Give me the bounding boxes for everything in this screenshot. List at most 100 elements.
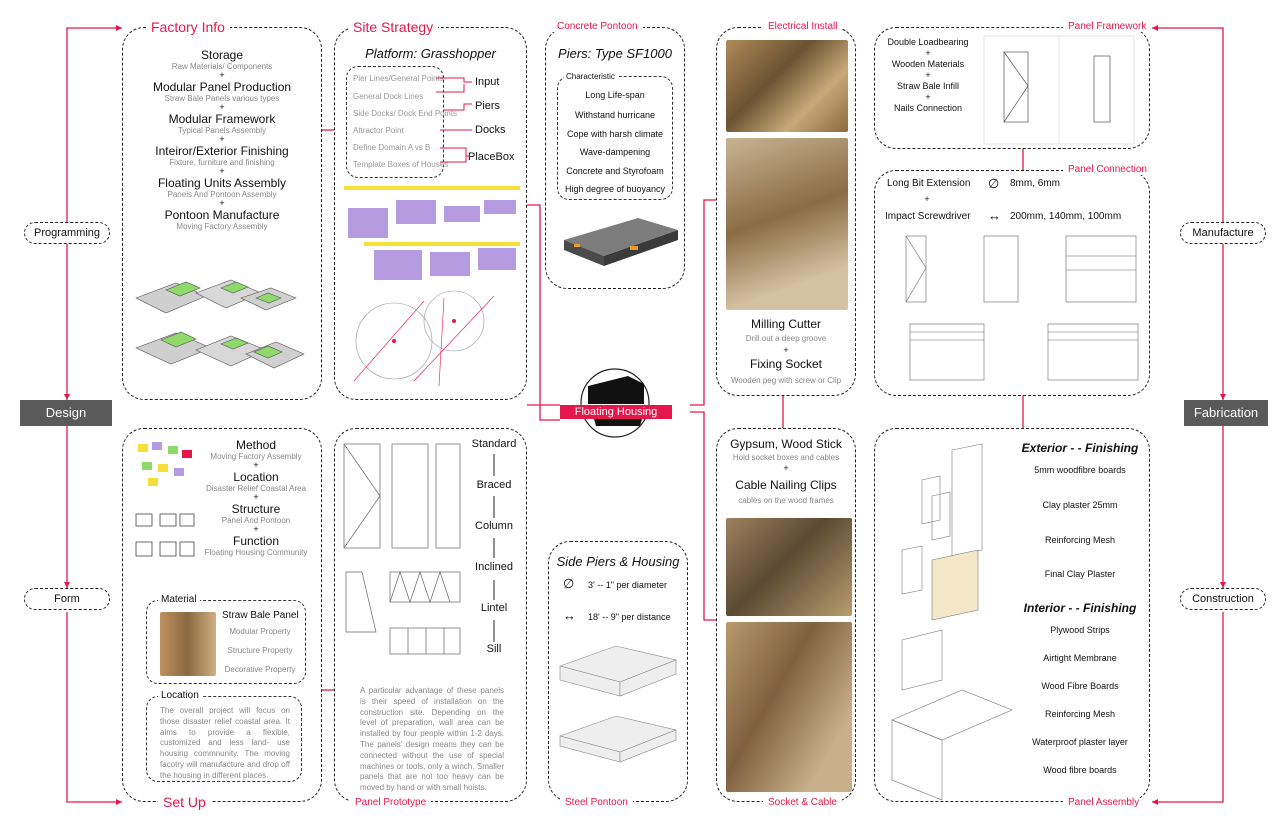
steel-heading: Side Piers & Housing xyxy=(556,554,680,569)
framework-item: Wooden Materials xyxy=(891,59,965,70)
electrical-photo-1 xyxy=(726,40,848,132)
factory-item-sub: Panels And Pontoon Assembly xyxy=(167,190,277,199)
plus-sign: + xyxy=(925,92,931,103)
socket-photo-2 xyxy=(726,622,852,792)
prototype-type: Column xyxy=(475,520,513,532)
plus-sign: + xyxy=(219,70,225,80)
interior-item: Wood fibre boards xyxy=(1043,765,1117,775)
framework-item: Double Loadbearing xyxy=(887,37,969,47)
site-row: Template Boxes of Houses xyxy=(353,160,449,169)
interior-item: Plywood Strips xyxy=(1050,625,1110,635)
site-output-input: Input xyxy=(475,76,500,88)
electrical-s1: Drill out a deep groove xyxy=(745,334,827,343)
socket-h1: Gypsum, Wood Stick xyxy=(730,437,842,451)
setup-item-sub: Panel And Pontoon xyxy=(221,516,291,525)
pontoon-char-item: Long Life-span xyxy=(585,90,645,100)
distance-icon: ↔ xyxy=(988,208,1001,223)
setup-list: Method Moving Factory Assembly + Locatio… xyxy=(200,438,312,557)
pontoon-heading: Piers: Type SF1000 xyxy=(558,46,672,61)
setup-blocks-illustration xyxy=(138,442,192,486)
exterior-item: Clay plaster 25mm xyxy=(1042,500,1118,510)
framework-item: Nails Connection xyxy=(893,103,963,114)
material-prop: Modular Property xyxy=(229,627,291,636)
plus-sign: + xyxy=(924,194,930,204)
plus-sign: + xyxy=(925,70,931,81)
material-prop: Decorative Property xyxy=(224,665,296,674)
plus-sign: + xyxy=(253,492,259,502)
setup-item-heading: Structure xyxy=(231,502,281,516)
interior-item: Waterproof plaster layer xyxy=(1032,737,1128,747)
factory-item-heading: Pontoon Manufacture xyxy=(164,208,280,222)
plus-sign: + xyxy=(783,463,789,473)
factory-item-heading: Inteiror/Exterior Finishing xyxy=(155,144,289,158)
material-label: Material xyxy=(158,594,200,605)
panel-connection-title: Panel Connection xyxy=(1063,165,1152,175)
straw-bale-image xyxy=(160,612,216,676)
factory-info-list: Storage Raw Materials/ Components + Modu… xyxy=(122,48,322,231)
connection-l2: Impact Screwdriver xyxy=(885,211,971,222)
connection-v2: 200mm, 140mm, 100mm xyxy=(1010,211,1122,222)
setup-item-heading: Location xyxy=(233,470,279,484)
site-row: Side Docks/ Dock End Points xyxy=(353,109,458,118)
interior-item: Airtight Membrane xyxy=(1043,653,1117,663)
prototype-type-arrows xyxy=(493,454,495,642)
exterior-item: Reinforcing Mesh xyxy=(1044,535,1116,545)
factory-item-sub: Typical Panels Assembly xyxy=(177,126,267,135)
diameter-icon: ∅ xyxy=(988,176,1000,191)
location-box xyxy=(146,696,302,782)
exterior-item: Final Clay Plaster xyxy=(1044,569,1116,579)
prototype-text: A particular advantage of these panels i… xyxy=(360,686,504,793)
pontoon-char-label: Characteristic xyxy=(564,72,617,81)
setup-item-sub: Disaster Relief Coastal Area xyxy=(205,484,307,493)
electrical-s2: Wooden peg with screw or Clip xyxy=(730,376,842,385)
material-prop: Structure Property xyxy=(227,646,293,655)
site-output-placebox: PlaceBox xyxy=(468,151,515,163)
pontoon-char-item: High degree of buoyancy xyxy=(564,184,666,194)
plus-sign: + xyxy=(783,345,789,355)
site-arrows xyxy=(436,77,472,163)
factory-item-sub: Fixture, furniture and finishing xyxy=(169,158,275,167)
location-label: Location xyxy=(158,690,202,701)
prototype-type: Braced xyxy=(476,479,512,491)
panel-framework-title: Panel Framework xyxy=(1063,22,1152,32)
socket-photo-1 xyxy=(726,518,852,616)
site-row: Attractor Point xyxy=(353,126,404,135)
site-output-piers: Piers xyxy=(475,100,501,112)
diameter-icon: ∅ xyxy=(563,576,575,591)
site-heading: Platform: Grasshopper xyxy=(365,46,496,61)
factory-info-title: Factory Info xyxy=(146,20,230,34)
material-box xyxy=(146,600,306,684)
setup-item-sub: Moving Factory Assembly xyxy=(210,452,302,461)
prototype-panel-drawings xyxy=(343,443,461,655)
framework-drawing xyxy=(983,35,1135,145)
plus-sign: + xyxy=(219,134,225,144)
steel-diameter: 3' -- 1" per diameter xyxy=(588,580,667,590)
distance-icon: ↔ xyxy=(563,608,576,623)
floating-housing-icon xyxy=(580,368,650,438)
prototype-type: Lintel xyxy=(480,602,508,614)
framework-item: Straw Bale Infill xyxy=(896,81,960,92)
plus-sign: + xyxy=(925,48,931,59)
programming-label: Programming xyxy=(24,222,110,244)
interior-item: Reinforcing Mesh xyxy=(1044,709,1116,719)
interior-heading: Interior - - Finishing xyxy=(1023,601,1137,615)
design-bar: Design xyxy=(20,400,112,426)
interior-item: Wood Fibre Boards xyxy=(1041,681,1119,691)
steel-pontoon-title: Steel Pontoon xyxy=(560,798,633,808)
pontoon-render xyxy=(564,218,678,266)
fabrication-bar: Fabrication xyxy=(1184,400,1268,426)
plus-sign: + xyxy=(219,198,225,208)
grasshopper-graph xyxy=(344,186,520,286)
site-row: General Dock Lines xyxy=(353,92,424,101)
site-row: Define Domain A vs B xyxy=(353,143,431,152)
floating-housing-label: Floating Housing xyxy=(560,405,672,419)
exterior-heading: Exterior - - Finishing xyxy=(1021,441,1139,455)
location-text: The overall project will focus on those … xyxy=(160,706,290,780)
pontoon-char-item: Cope with harsh climate xyxy=(566,129,664,139)
factory-item-sub: Raw Materials/ Components xyxy=(171,62,273,71)
factory-illustration xyxy=(135,279,305,369)
factory-item-heading: Modular Framework xyxy=(168,112,276,126)
prototype-type: Inclined xyxy=(475,561,513,573)
plus-sign: + xyxy=(253,460,259,470)
